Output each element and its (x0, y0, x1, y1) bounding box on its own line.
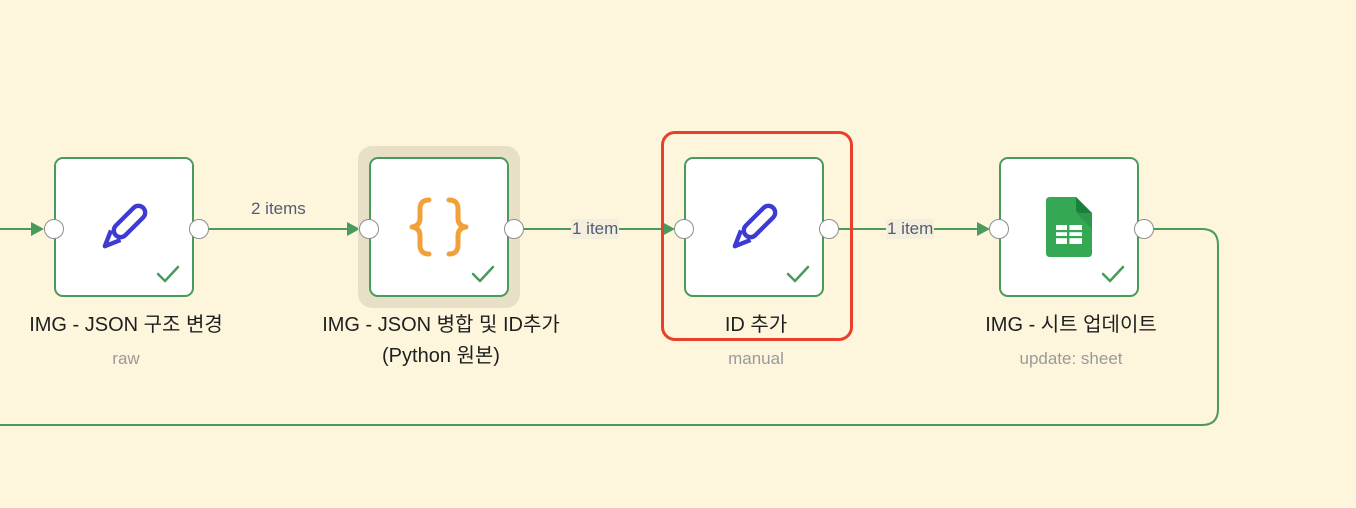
node-subtitle: manual (728, 349, 784, 368)
node-title: IMG - JSON 구조 변경 (29, 314, 223, 336)
pencil-icon (56, 159, 192, 295)
node-sheet-update[interactable] (999, 157, 1139, 297)
node-json-restructure[interactable] (54, 157, 194, 297)
code-braces-icon (371, 159, 507, 295)
node-title-line2: (Python 원본) (382, 345, 500, 367)
arrow-head-2 (347, 222, 360, 236)
success-check-icon (156, 265, 180, 283)
node-json-merge[interactable] (369, 157, 509, 297)
pencil-icon (686, 159, 822, 295)
output-handle[interactable] (819, 219, 839, 239)
node-title-line1: IMG - JSON 병합 및 ID추가 (322, 314, 560, 336)
success-check-icon (471, 265, 495, 283)
node-title: IMG - 시트 업데이트 (985, 314, 1157, 336)
node-selection-outline (661, 131, 853, 341)
input-handle[interactable] (44, 219, 64, 239)
arrow-head-1 (31, 222, 44, 236)
edge-label-items: 1 item (886, 219, 935, 239)
success-check-icon (786, 265, 810, 283)
input-handle[interactable] (359, 219, 379, 239)
edge-label-items: 1 item (571, 219, 620, 239)
success-check-icon (1101, 265, 1125, 283)
input-handle[interactable] (674, 219, 694, 239)
output-handle[interactable] (1134, 219, 1154, 239)
output-handle[interactable] (189, 219, 209, 239)
google-sheets-icon (1001, 159, 1137, 295)
node-id-add[interactable] (684, 157, 824, 297)
edge-label-items: 2 items (251, 199, 306, 218)
output-handle[interactable] (504, 219, 524, 239)
arrow-head-4 (977, 222, 990, 236)
wire-loop-back (0, 228, 1219, 426)
node-subtitle: update: sheet (1019, 349, 1123, 368)
node-title: ID 추가 (724, 314, 788, 336)
input-handle[interactable] (989, 219, 1009, 239)
node-subtitle: raw (112, 349, 140, 368)
arrow-head-3 (662, 222, 675, 236)
